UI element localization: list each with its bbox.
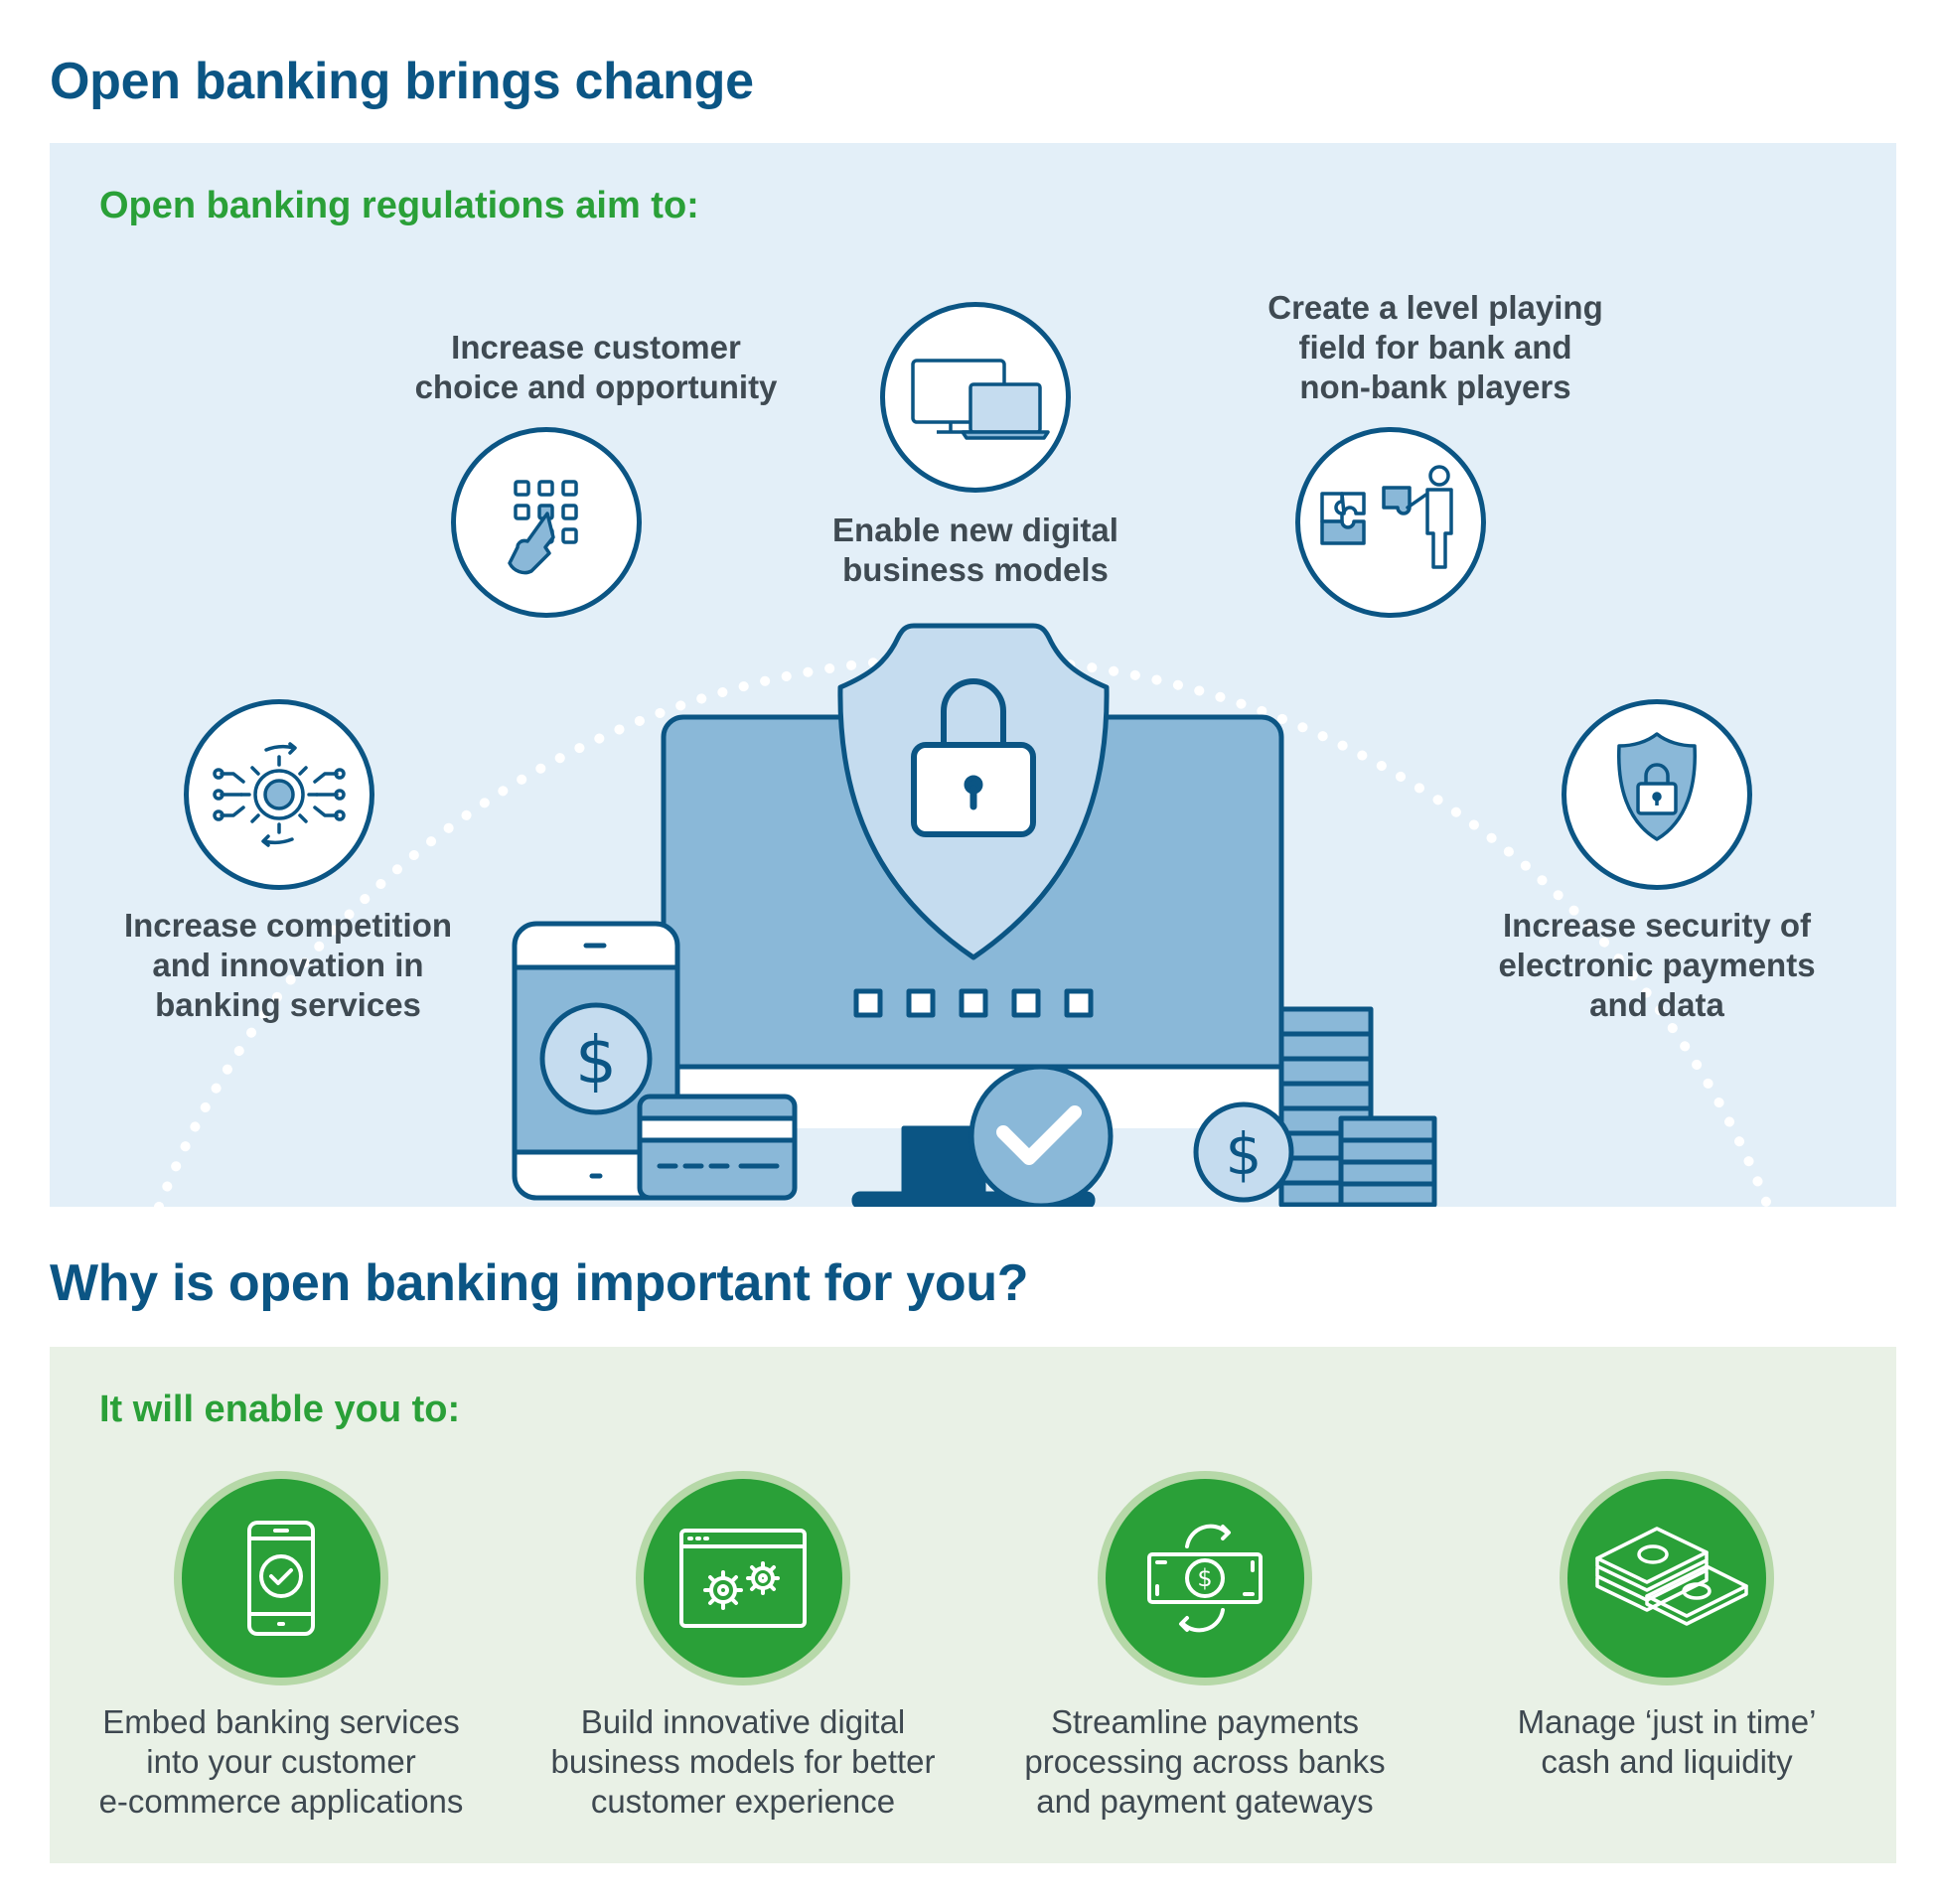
check-circle	[968, 1064, 1114, 1207]
section-title: Open banking brings change	[50, 53, 754, 110]
gear-network-icon	[213, 742, 346, 847]
regulations-panel: Open banking regulations aim to: Increas…	[50, 143, 1896, 1207]
benefits-subtitle: It will enable you to:	[99, 1389, 461, 1430]
benefits-panel: It will enable you to: Embed banking ser…	[50, 1347, 1896, 1863]
svg-text:$: $	[575, 1022, 617, 1098]
goal-icon-circle	[880, 302, 1071, 493]
benefit-icon-circle: $	[1106, 1479, 1304, 1678]
shield-lock-icon	[1617, 732, 1697, 841]
goal-icon-circle	[1562, 699, 1752, 890]
goal-icon-circle	[451, 427, 642, 618]
svg-text:$: $	[1197, 1564, 1212, 1592]
goal-icon-circle	[1295, 427, 1486, 618]
devices-icon	[911, 359, 1050, 440]
touch-keypad-icon	[508, 480, 578, 575]
browser-gears-icon	[679, 1529, 807, 1628]
money-exchange-icon: $	[1147, 1524, 1263, 1633]
section-title-why: Why is open banking important for you?	[50, 1254, 1029, 1312]
benefit-icon-circle	[644, 1479, 842, 1678]
goal-icon-circle	[184, 699, 374, 890]
mobile-check-icon	[247, 1521, 315, 1636]
benefit-label-manage: Manage ‘just in time’cash and liquidity	[1517, 1703, 1817, 1780]
credit-card	[637, 1094, 798, 1201]
benefit-icon-circle	[1567, 1479, 1766, 1678]
central-illustration: $ $	[512, 623, 1437, 1207]
svg-text:$: $	[1226, 1120, 1263, 1188]
benefit-icon-circle	[182, 1479, 380, 1678]
dollar-coin	[1193, 1101, 1294, 1203]
regulations-subtitle: Open banking regulations aim to:	[99, 185, 699, 226]
puzzle-person-icon	[1320, 465, 1453, 569]
cash-stack-icon	[1595, 1527, 1748, 1626]
